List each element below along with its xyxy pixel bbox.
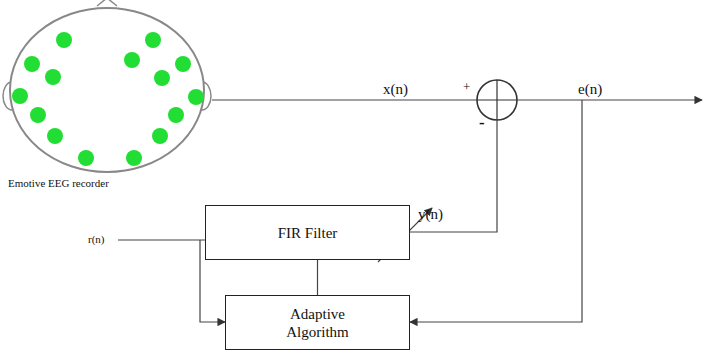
label-text: Emotive EEG recorder xyxy=(8,177,109,189)
label-text: y(n) xyxy=(418,206,443,222)
signal-name: y(n) xyxy=(418,206,443,223)
edge-layer xyxy=(317,260,318,295)
sign-symbol: + xyxy=(463,80,470,94)
box-text: Adaptive Algorithm xyxy=(263,305,373,341)
process-box: FIR Filter xyxy=(205,205,410,260)
x-signal-wire xyxy=(212,99,477,100)
signal-wires xyxy=(118,80,702,322)
r-signal-wire xyxy=(118,239,205,240)
label-text: r(n) xyxy=(88,233,105,245)
process-box: Adaptive Algorithm xyxy=(225,295,410,350)
box-text: FIR Filter xyxy=(278,224,338,242)
sign-symbol: - xyxy=(479,114,485,133)
electrode-dots xyxy=(12,32,204,166)
label-text: + xyxy=(463,79,470,94)
error-output-wire xyxy=(517,99,702,100)
signal-name: e(n) xyxy=(578,81,602,98)
head-outline xyxy=(10,8,204,172)
signal-name: x(n) xyxy=(383,81,408,98)
label-text: - xyxy=(479,113,485,132)
y-signal-wire xyxy=(410,120,497,232)
error-feedback-wire xyxy=(410,100,582,322)
head-nose xyxy=(97,0,117,6)
control-connector xyxy=(317,260,318,295)
label-text: x(n) xyxy=(383,81,408,97)
label-text: e(n) xyxy=(578,81,602,97)
signal-name: r(n) xyxy=(88,233,105,245)
head-illustration xyxy=(3,0,211,172)
device-label: Emotive EEG recorder xyxy=(8,177,109,189)
summing-cross xyxy=(496,80,497,120)
